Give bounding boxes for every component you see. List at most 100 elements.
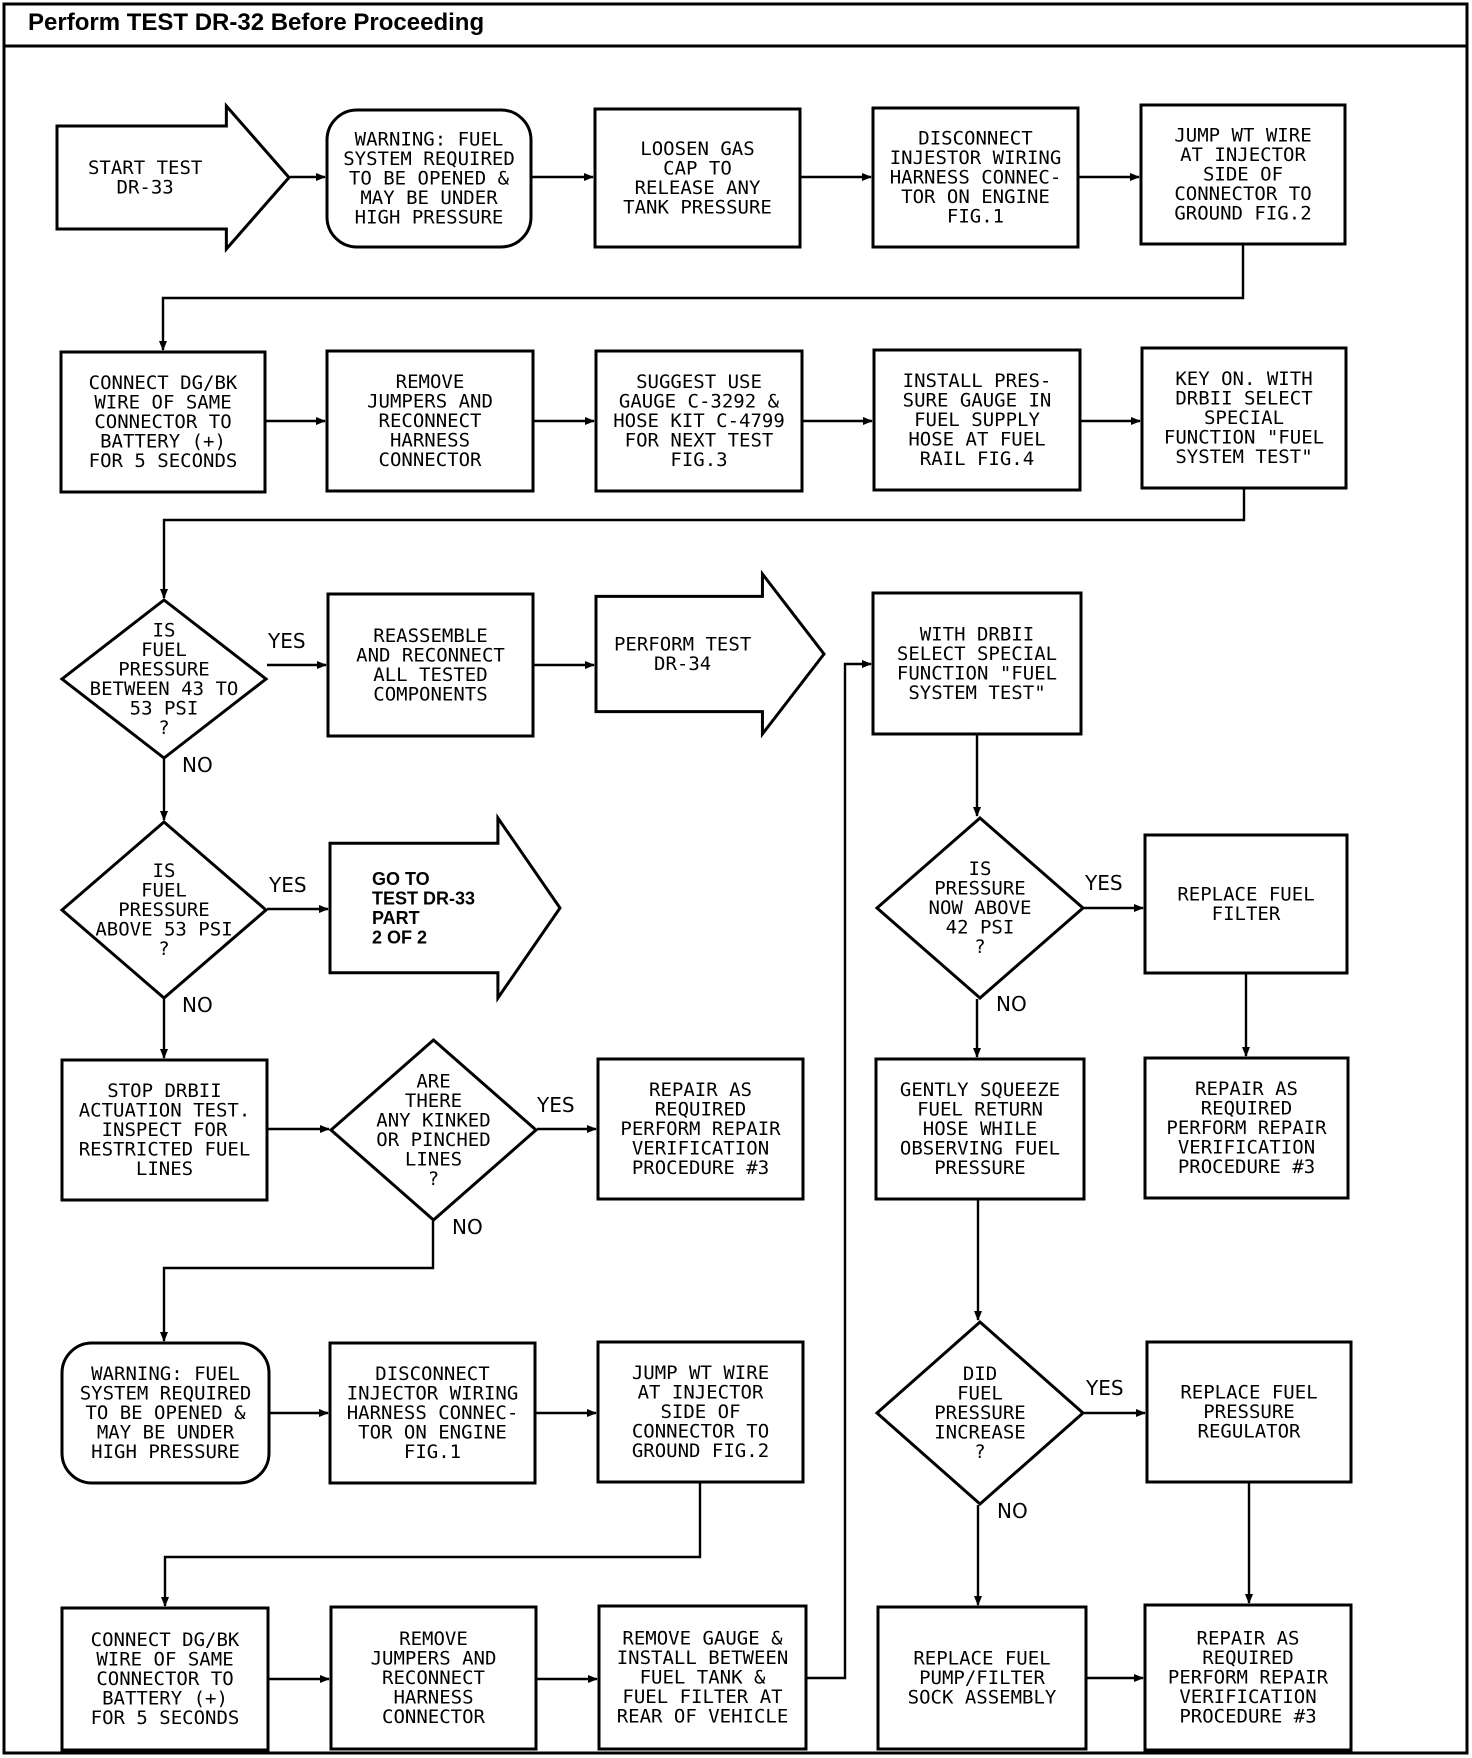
node-text-line: TO BE OPENED & — [349, 168, 510, 190]
node-text-line: PRESSURE — [118, 899, 210, 921]
node-text-line: HARNESS — [393, 1687, 473, 1709]
node-text-line: SIDE OF — [660, 1401, 740, 1423]
node-text-line: GROUND FIG.2 — [1174, 203, 1311, 225]
node-text-line: SYSTEM REQUIRED — [343, 148, 515, 170]
node-text-line: ALL TESTED — [373, 664, 487, 686]
node-text-line: REQUIRED — [1202, 1647, 1294, 1669]
node-text-line: REGULATOR — [1198, 1421, 1302, 1443]
node-text-line: PROCEDURE #3 — [632, 1157, 769, 1179]
node-text-line: WITH DRBII — [920, 623, 1034, 645]
node-text-line: PUMP/FILTER — [919, 1667, 1045, 1689]
warning-box — [60, 1341, 271, 1485]
node-text-line: VERIFICATION — [1178, 1137, 1315, 1159]
node-text-line: ANY KINKED — [376, 1109, 490, 1131]
node-text-line: FIG.1 — [947, 206, 1004, 228]
node-text-line: FIG.1 — [404, 1441, 461, 1463]
node-text-line: DISCONNECT — [918, 128, 1032, 150]
node-text-line: OR PINCHED — [376, 1129, 490, 1151]
node-text-line: CONNECTOR — [382, 1706, 486, 1728]
node-text-line: FILTER — [1212, 903, 1281, 925]
terminal-arrow — [594, 569, 826, 739]
node-text-line: AND RECONNECT — [356, 644, 505, 666]
node-text-line: SIDE OF — [1203, 164, 1283, 186]
process-box — [876, 1605, 1088, 1751]
node-text-line: GROUND FIG.2 — [632, 1440, 769, 1462]
node-text-line: PRESSURE — [934, 1402, 1026, 1424]
node-text-line: HOSE KIT C-4799 — [613, 410, 785, 432]
node-text-line: ? — [974, 1441, 985, 1463]
branch-label-no: NO — [997, 1499, 1028, 1523]
node-text-line: TOR ON ENGINE — [901, 186, 1050, 208]
terminal-arrow — [55, 102, 291, 253]
node-text-line: FOR 5 SECONDS — [91, 1707, 240, 1729]
node-text-line: PRESSURE — [118, 658, 210, 680]
process-box — [60, 1058, 269, 1202]
node-text-line: DR-34 — [654, 653, 711, 675]
node-text-line: REPLACE FUEL — [913, 1648, 1050, 1670]
connector-arrow — [159, 245, 1245, 351]
node-text-line: CONNECTOR TO — [96, 1668, 233, 1690]
node-text-line: DR-33 — [117, 176, 174, 198]
node-text-line: OBSERVING FUEL — [900, 1138, 1060, 1160]
process-box — [596, 1057, 805, 1201]
node-text-line: SYSTEM REQUIRED — [80, 1383, 252, 1405]
node-text-line: RECONNECT — [379, 410, 482, 432]
node-text-line: HARNESS CONNEC- — [890, 167, 1062, 189]
node-text-line: RESTRICTED FUEL — [79, 1139, 251, 1161]
node-text-line: 53 PSI — [130, 697, 199, 719]
node-text-line: THERE — [405, 1090, 462, 1112]
node-text-line: WARNING: FUEL — [355, 129, 504, 151]
node-text-line: REPAIR AS — [649, 1079, 752, 1101]
node-text-line: FUEL — [957, 1383, 1003, 1405]
node-text-line: FUNCTION "FUEL — [897, 662, 1057, 684]
node-text-line: HIGH PRESSURE — [91, 1441, 240, 1463]
node-text-line: ACTUATION TEST. — [79, 1100, 251, 1122]
process-box — [325, 349, 535, 493]
branch-label-yes: YES — [536, 1093, 575, 1117]
node-text-line: INSPECT FOR — [102, 1119, 228, 1141]
terminal-arrow — [328, 813, 562, 1003]
node-text-line: FUEL RETURN — [917, 1099, 1043, 1121]
node-text-line: TO BE OPENED & — [85, 1402, 246, 1424]
node-text-line: AT INJECTOR — [1180, 144, 1306, 166]
branch-label-no: NO — [452, 1215, 483, 1239]
decision-diamond — [328, 1038, 539, 1222]
decision-diamond — [874, 816, 1086, 1000]
node-text-line: PART — [372, 908, 420, 928]
node-text-line: ? — [158, 717, 169, 739]
node-text-line: FUEL SUPPLY — [914, 409, 1040, 431]
node-text-line: ? — [158, 938, 169, 960]
branch-label-yes: YES — [1085, 1376, 1124, 1400]
connector-arrow — [160, 1221, 435, 1342]
node-text-line: INCREASE — [934, 1422, 1026, 1444]
node-text-line: IS — [153, 860, 176, 882]
node-text-line: COMPONENTS — [373, 683, 487, 705]
node-text-line: REQUIRED — [1201, 1098, 1293, 1120]
node-text-line: GAUGE C-3292 & — [619, 391, 780, 413]
node-text-line: ? — [974, 936, 985, 958]
node-text-line: LINES — [136, 1158, 193, 1180]
process-box — [328, 1341, 537, 1485]
node-text-line: JUMP WT WIRE — [632, 1362, 769, 1384]
node-text-line: RELEASE ANY — [635, 177, 761, 199]
warning-box — [325, 108, 533, 249]
node-text-line: AT INJECTOR — [638, 1382, 764, 1404]
node-text-line: FUEL — [141, 880, 187, 902]
node-text-line: GENTLY SQUEEZE — [900, 1079, 1060, 1101]
node-text-line: FUEL — [141, 639, 187, 661]
